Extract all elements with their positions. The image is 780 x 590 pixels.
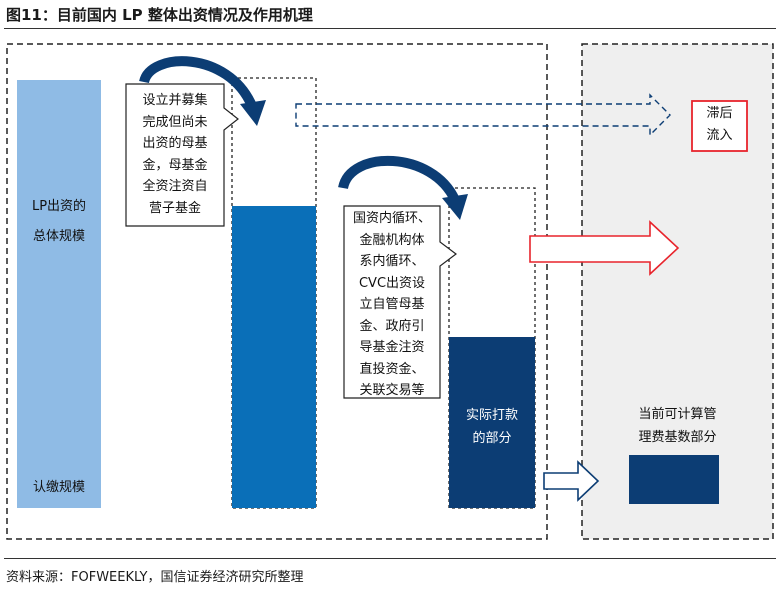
callout-2-line: 直投资金、: [359, 361, 425, 377]
paid-in-label-2: 的部分: [472, 431, 512, 446]
callout-2-line: CVC出资设: [358, 275, 426, 291]
red-arrow: [529, 220, 680, 276]
bottom-rule: [4, 558, 776, 559]
curved-arrow-2-head: [442, 194, 468, 220]
callout-2-line: 系内循环、: [359, 254, 425, 269]
callout-1-box: [125, 83, 239, 227]
main-frame: [6, 43, 548, 540]
curved-arrow-1: [139, 56, 257, 109]
dashed-arrow: [295, 93, 671, 137]
delayed-inflow-line2: 流入: [706, 128, 733, 143]
callout-1-text: 设立并募集 完成但尚未 出资的母基 金，母基金 全资注资自 营子基金: [126, 90, 224, 219]
mgmt-fee-line1: 当前可计算管: [638, 407, 717, 422]
callout-1-line: 出资的母基: [142, 136, 208, 151]
callout-1-line: 全资注资自: [142, 179, 208, 194]
lp-total-bar: [17, 80, 101, 508]
callout-1-line: 营子基金: [148, 200, 201, 216]
mgmt-fee-bar: [629, 455, 719, 504]
small-blue-arrow: [543, 460, 600, 502]
callout-2-line: 金、政府引: [359, 318, 425, 334]
callout-2-text: 国资内循环、 金融机构体 系内循环、 CVC出资设 立自管母基 金、政府引 导基…: [344, 208, 440, 402]
paid-in-label-1: 实际打款: [465, 408, 518, 423]
figure-source: 资料来源：FOFWEEKLY，国信证券经济研究所整理: [6, 570, 304, 585]
figure-title: 图11：目前国内 LP 整体出资情况及作用机理: [6, 6, 313, 24]
callout-2-line: 国资内循环、: [352, 211, 431, 226]
callout-2-line: 金融机构体: [359, 232, 425, 248]
callout-2-line: 导基金注资: [359, 340, 425, 355]
delayed-inflow-line1: 滞后: [706, 106, 733, 121]
callout-2-line: 关联交易等: [359, 383, 425, 398]
delayed-inflow-box: [691, 100, 748, 152]
paid-in-bar-fill: [449, 337, 535, 508]
callout-2-box: [343, 205, 457, 399]
callout-1-line: 完成但尚未: [142, 114, 208, 130]
lp-committed-label: 认缴规模: [32, 480, 85, 495]
curved-arrow-2: [338, 156, 460, 203]
lp-total-label-top: LP出资的: [31, 199, 87, 214]
committed-bar-fill: [232, 206, 316, 508]
mgmt-fee-line2: 理费基数部分: [638, 430, 717, 445]
callout-1-line: 金，母基金: [142, 157, 208, 173]
lp-total-label-bottom: 总体规模: [32, 229, 85, 244]
top-rule: [4, 28, 776, 29]
callout-1-line: 设立并募集: [142, 93, 208, 108]
curved-arrow-1-head: [240, 100, 266, 126]
callout-2-line: 立自管母基: [359, 297, 425, 312]
